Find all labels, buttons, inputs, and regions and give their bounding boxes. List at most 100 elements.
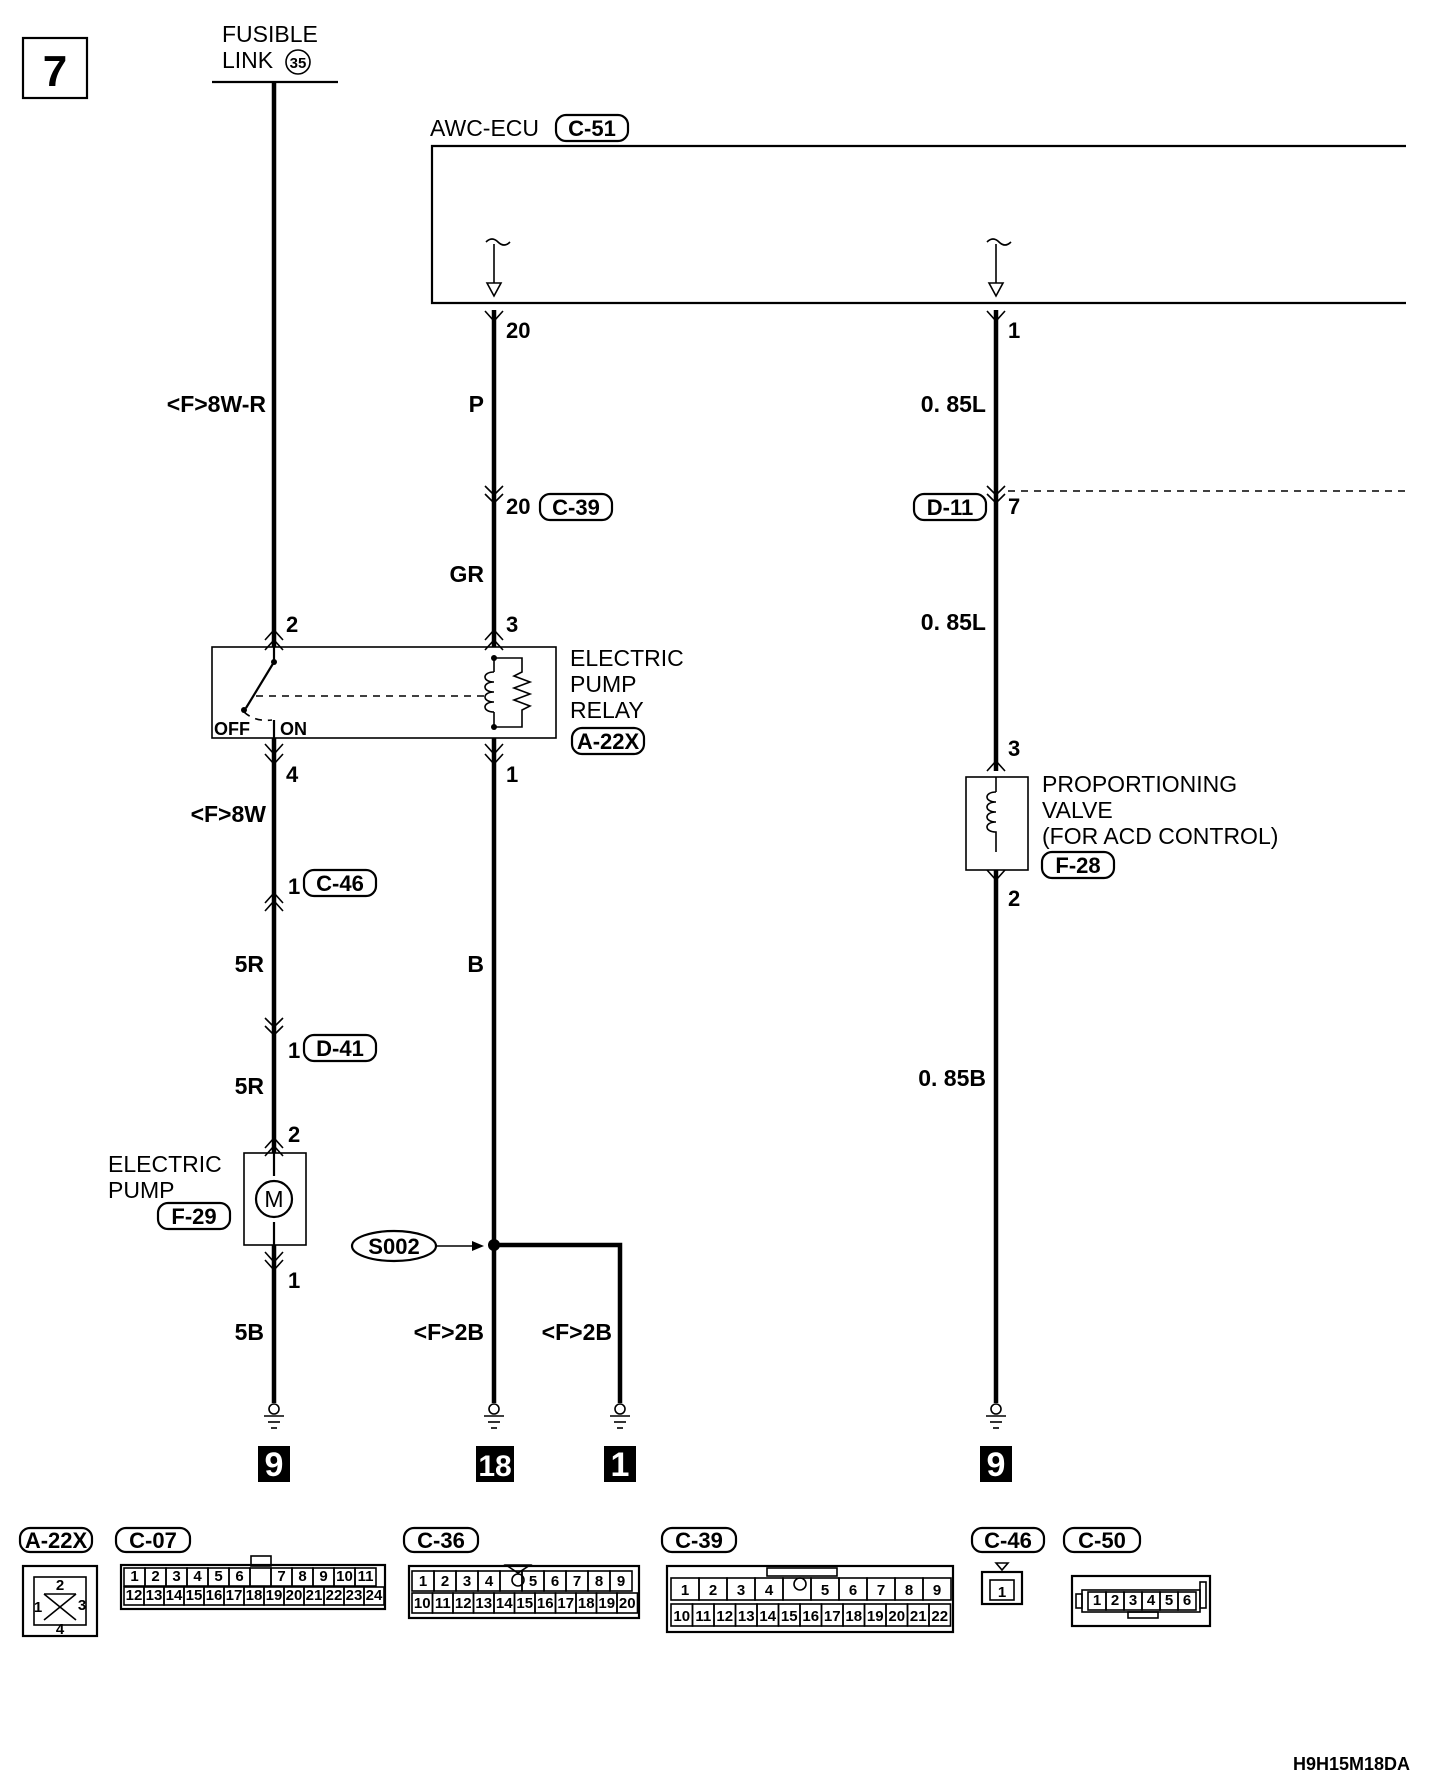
svg-text:C-36: C-36: [417, 1528, 465, 1553]
ground-plate-2: 18: [476, 1446, 514, 1483]
legend-pin-number: 11: [358, 1568, 374, 1585]
legend-pin-cell: [922, 1577, 952, 1601]
legend-pin-cell: [609, 1570, 633, 1592]
ecu-box: [430, 144, 1406, 305]
relay-label-line3: RELAY: [570, 697, 644, 723]
legend-pin-number: 23: [346, 1587, 363, 1604]
legend-pin-number: 16: [802, 1608, 819, 1625]
legend-pin-number: 22: [326, 1587, 343, 1604]
legend-pin-number: 15: [781, 1608, 798, 1625]
pin-pump-1: 1: [288, 1268, 300, 1293]
svg-text:1: 1: [34, 1599, 42, 1616]
legend-pin-number: 18: [246, 1587, 263, 1604]
wire-label-8w: <F>8W: [191, 801, 267, 827]
ground-plate-3: 1: [604, 1446, 636, 1484]
svg-text:F-29: F-29: [171, 1204, 216, 1229]
svg-text:3: 3: [78, 1597, 86, 1614]
legend-pin-number: 4: [193, 1568, 202, 1585]
legend-pin-number: 3: [463, 1573, 471, 1590]
legend-pin-number: 17: [557, 1595, 574, 1612]
legend-pin-number: 9: [319, 1568, 327, 1585]
ecu-internal-arrow-20: [485, 238, 511, 298]
pin-pump-2: 2: [288, 1122, 300, 1147]
legend-pin-cell: [928, 1603, 952, 1627]
wire-label-p: P: [469, 391, 484, 417]
legend-pin-number: 12: [126, 1587, 143, 1604]
connector-tag-d41: D-41: [302, 1033, 378, 1063]
svg-text:D-11: D-11: [927, 495, 973, 520]
legend-pin-cell: [1177, 1591, 1197, 1611]
wire-label-gr: GR: [450, 561, 485, 587]
svg-text:D-41: D-41: [316, 1036, 364, 1061]
legend-pin-number: 1: [681, 1582, 689, 1599]
valve-box: [965, 776, 1029, 871]
svg-text:F-28: F-28: [1055, 853, 1100, 878]
fusible-link-number-circle: [285, 49, 311, 75]
legend-pin-number: 8: [595, 1573, 603, 1590]
ground-symbol-3: [610, 1403, 630, 1429]
legend-pin-number: 11: [435, 1595, 451, 1612]
relay-switch-icon: [241, 647, 486, 738]
wire-label-085b: 0. 85B: [918, 1065, 986, 1091]
legend-pin-number: 10: [673, 1608, 690, 1625]
legend-pin-number: 13: [475, 1595, 492, 1612]
svg-text:18: 18: [478, 1450, 511, 1483]
wire-label-085l-top: 0. 85L: [921, 391, 986, 417]
pin-ecu-1: 1: [1008, 318, 1020, 343]
pin-relay-1: 1: [506, 762, 518, 787]
legend-pin-number: 17: [226, 1587, 243, 1604]
svg-text:C-07: C-07: [129, 1528, 177, 1553]
legend-pin-number: 7: [573, 1573, 581, 1590]
legend-pin-number: 5: [821, 1582, 829, 1599]
splice-s002: S002: [350, 1229, 500, 1263]
connector-tag-f28: F-28: [1040, 850, 1116, 880]
legend-pin-number: 7: [877, 1582, 885, 1599]
legend-pin-number: 2: [1111, 1592, 1119, 1609]
legend-pin-number: 14: [759, 1608, 776, 1625]
svg-text:A-22X: A-22X: [25, 1528, 88, 1553]
ecu-internal-arrow-1: [986, 238, 1012, 298]
legend-pin-number: 20: [888, 1608, 905, 1625]
legend-pin-number: 2: [709, 1582, 717, 1599]
connector-tag-d11: D-11: [912, 492, 988, 522]
ground-symbol-4: [986, 1403, 1006, 1429]
svg-text:A-22X: A-22X: [577, 729, 640, 754]
legend-pin-number: 15: [186, 1587, 203, 1604]
ecu-name: AWC-ECU: [430, 115, 539, 141]
legend-pin-number: 16: [537, 1595, 554, 1612]
legend-pin-number: 9: [617, 1573, 625, 1590]
wire-label-085l-mid: 0. 85L: [921, 609, 986, 635]
svg-text:C-50: C-50: [1078, 1528, 1126, 1553]
pump-label-line1: ELECTRIC: [108, 1151, 222, 1177]
wire-splice-branch: [494, 1242, 623, 1403]
pin-c39-20: 20: [506, 494, 530, 519]
svg-text:C-46: C-46: [316, 871, 364, 896]
pump-motor-icon: [254, 1179, 294, 1219]
page-number: 7: [43, 47, 67, 96]
legend-pin-number: 19: [266, 1587, 283, 1604]
legend-pin-number: 21: [910, 1608, 927, 1625]
valve-label-line1: PROPORTIONING: [1042, 771, 1237, 797]
legend-c46: C-46 1: [970, 1526, 1046, 1606]
legend-pin-number: 12: [716, 1608, 733, 1625]
legend-pin-number: 2: [441, 1573, 449, 1590]
ground-plate-4: 9: [980, 1446, 1012, 1484]
wire-label-5r-b: 5R: [235, 1073, 265, 1099]
pin-relay-2: 2: [286, 612, 298, 637]
svg-text:2: 2: [56, 1577, 64, 1594]
legend-pin-cell: [249, 1567, 272, 1587]
pin-d11-7: 7: [1008, 494, 1020, 519]
legend-pin-number: 22: [931, 1608, 948, 1625]
ground-symbol-1: [264, 1403, 284, 1429]
svg-text:C-39: C-39: [552, 495, 600, 520]
pin-relay-3: 3: [506, 612, 518, 637]
pin-c46-1: 1: [288, 874, 300, 899]
legend-pin-number: 13: [738, 1608, 755, 1625]
legend-pin-number: 6: [551, 1573, 559, 1590]
legend-pin-number: 8: [298, 1568, 306, 1585]
fusible-link-label-line2: LINK: [222, 47, 274, 73]
